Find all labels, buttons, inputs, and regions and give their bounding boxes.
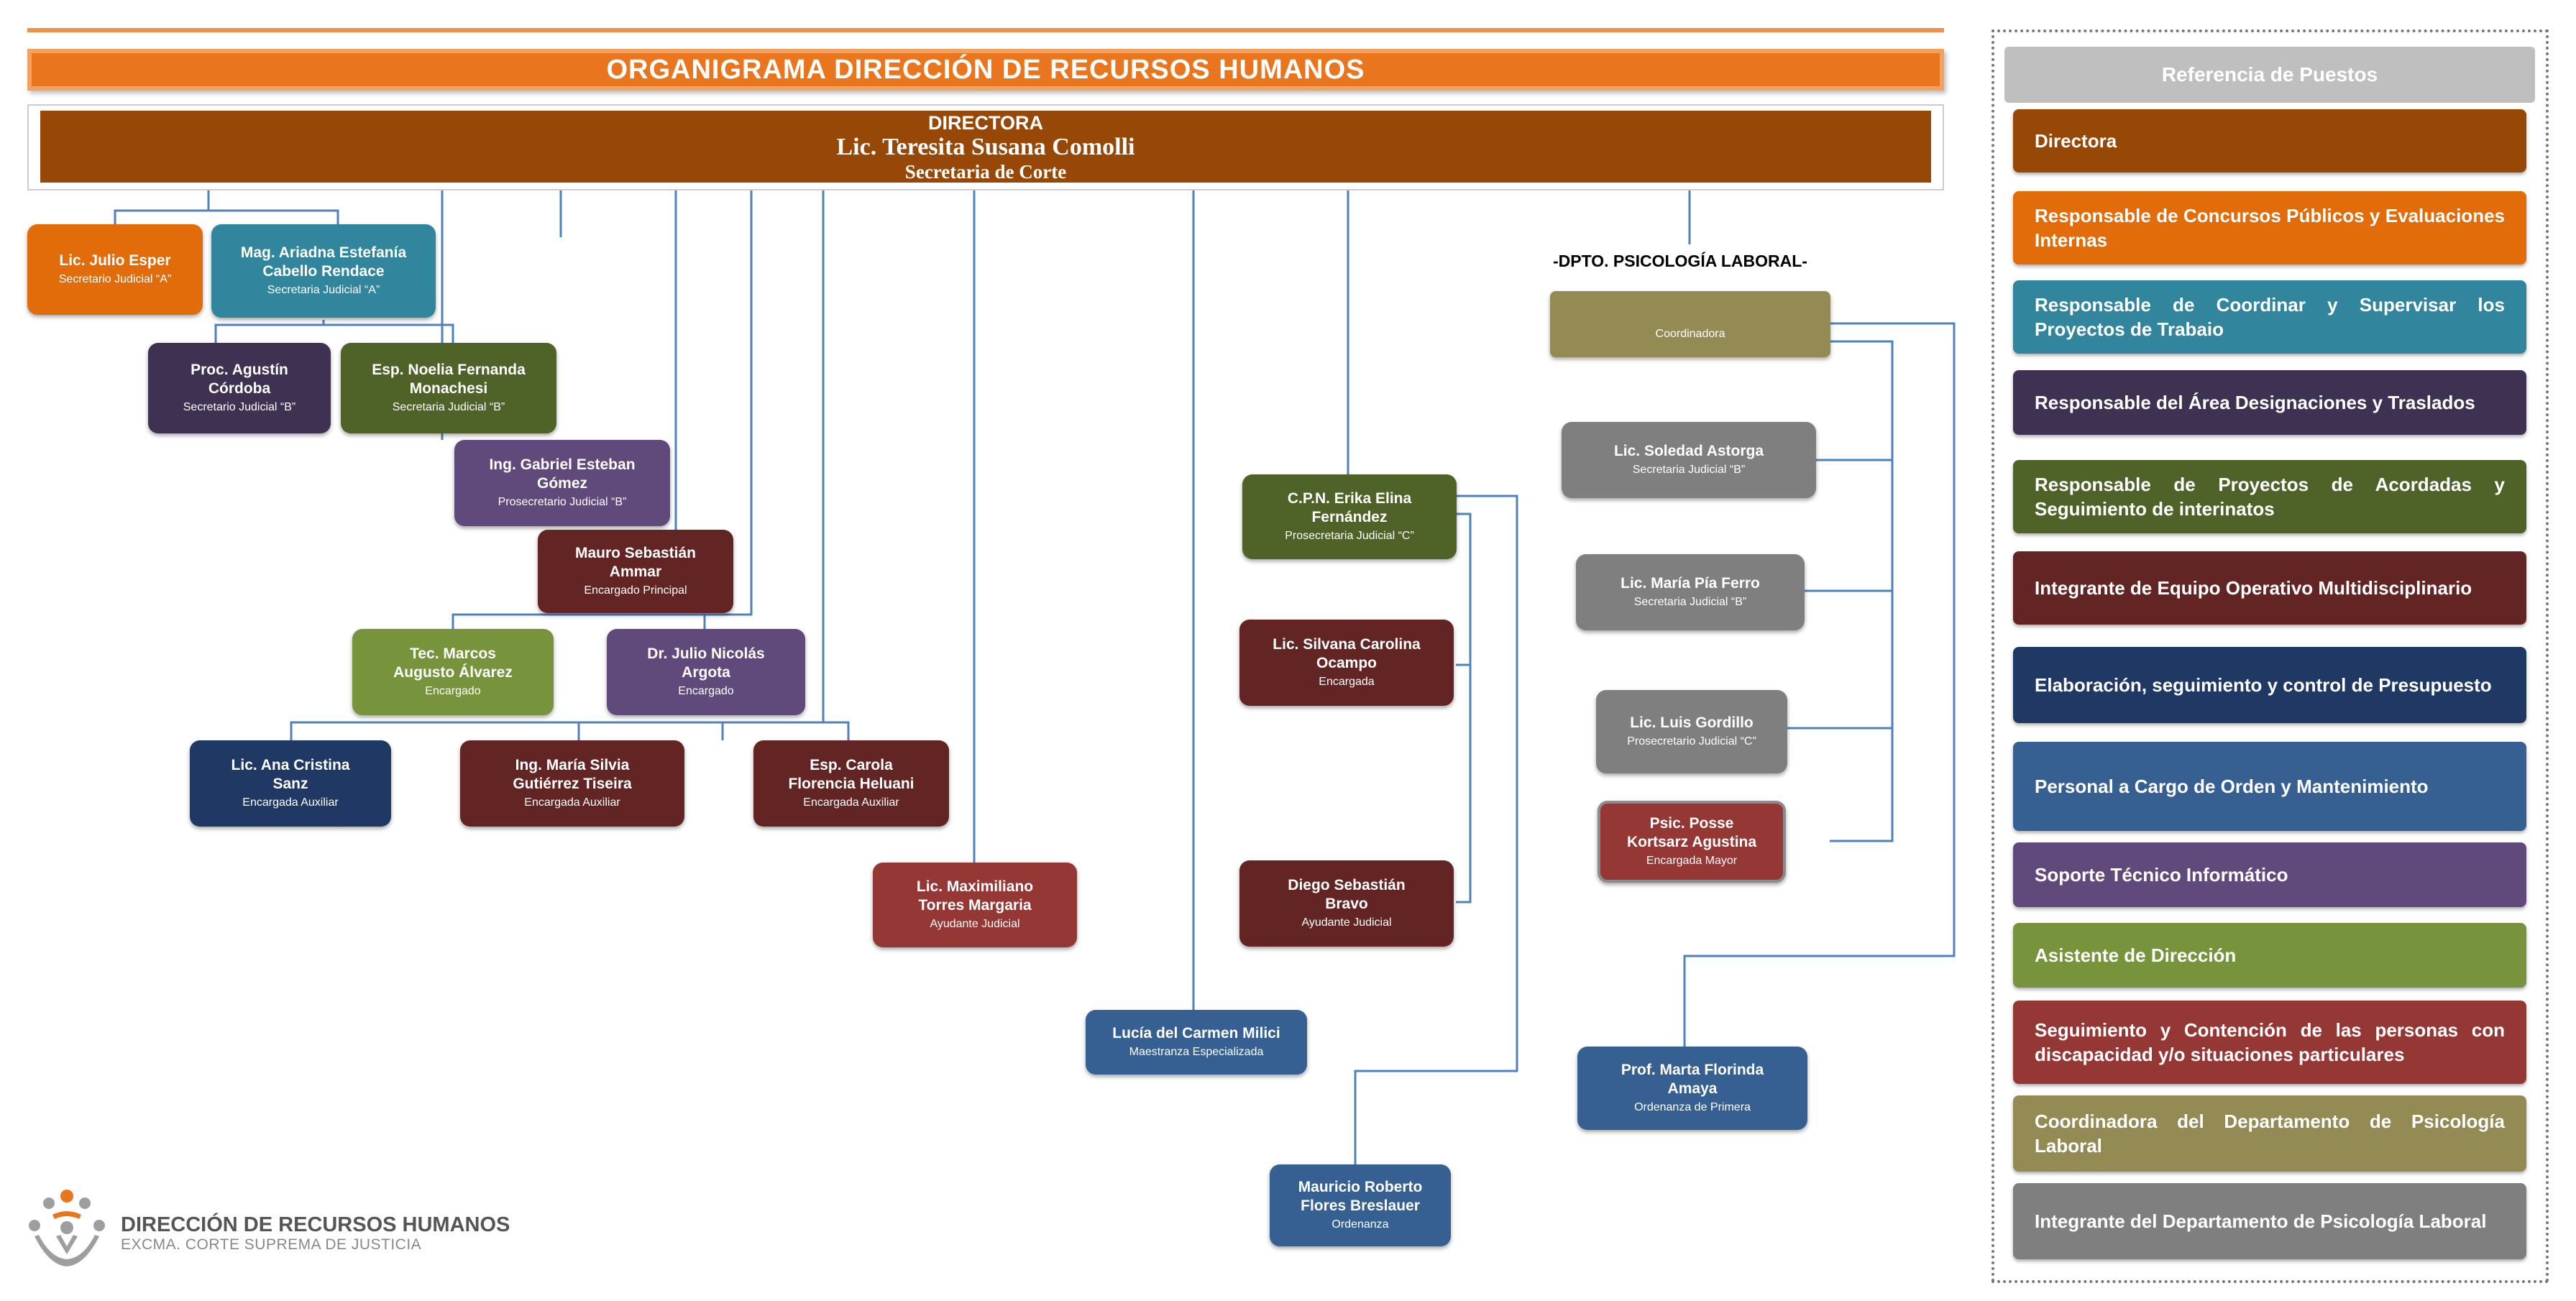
node-role: Coordinadora <box>1655 328 1725 340</box>
legend-item: Coordinadora del Departamento de Psicolo… <box>2013 1095 2526 1172</box>
node-role: Secretaria Judicial “A” <box>267 284 380 296</box>
node-ocampo: Lic. Silvana Carolina Ocampo Encargada <box>1239 620 1454 706</box>
node-role: Secretaria Judicial “B” <box>1632 464 1746 476</box>
node-bravo: Diego Sebastián Bravo Ayudante Judicial <box>1239 860 1454 947</box>
node-role: Encargada Mayor <box>1646 855 1738 867</box>
node-name: Proc. Agustín Córdoba <box>191 362 288 397</box>
node-name: Esp. Carola Florencia Heluani <box>788 757 915 792</box>
node-name: Ing. Gabriel Esteban Gómez <box>489 456 636 492</box>
legend-item: Responsable de Concursos Públicos y Eval… <box>2013 191 2526 265</box>
node-ferro: Lic. María Pía Ferro Secretaria Judicial… <box>1576 554 1805 630</box>
node-ammar: Mauro Sebastián Ammar Encargado Principa… <box>538 530 733 613</box>
node-role: Encargada <box>1319 676 1375 688</box>
node-name: Lic. Maximiliano Torres Margaria <box>916 878 1034 914</box>
legend-item: Integrante del Departamento de Psicologí… <box>2013 1183 2526 1259</box>
node-role: Encargada Auxiliar <box>803 796 899 809</box>
node-role: Secretaria Judicial “B” <box>1633 596 1747 608</box>
legend-frame <box>1991 29 2549 1283</box>
node-role: Ordenanza de Primera <box>1634 1101 1751 1113</box>
legend-item: Responsable de Coordinar y Supervisar lo… <box>2013 280 2526 354</box>
node-name: C.P.N. Erika Elina Fernández <box>1287 490 1412 525</box>
footer-org-name: DIRECCIÓN DE RECURSOS HUMANOS <box>121 1213 510 1236</box>
node-role: Prosecretaria Judicial “C” <box>1285 530 1414 542</box>
legend-item: Integrante de Equipo Operativo Multidisc… <box>2013 551 2526 625</box>
director-name: Lic. Teresita Susana Comolli <box>836 134 1135 160</box>
top-rule <box>27 28 1944 32</box>
node-name: Lic. Julio Esper <box>59 252 171 269</box>
node-role: Encargada Auxiliar <box>524 796 620 809</box>
node-name: Lic. María Pía Ferro <box>1621 575 1760 592</box>
dept-label: -DPTO. PSICOLOGÍA LABORAL- <box>1553 252 1807 270</box>
legend-item: Responsable del Área Designaciones y Tra… <box>2013 370 2526 435</box>
node-role: Encargado <box>678 685 734 697</box>
org-logo-icon <box>29 1190 105 1266</box>
node-name: Lic. Ana Cristina Sanz <box>231 757 350 792</box>
node-name: Lic. Silvana Carolina Ocampo <box>1273 636 1421 671</box>
node-name: Esp. Noelia Fernanda Monachesi <box>372 362 526 397</box>
node-name: Mauricio Roberto Flores Breslauer <box>1298 1179 1423 1214</box>
node-name: Lic. Soledad Astorga <box>1613 443 1764 459</box>
node-esper: Lic. Julio Esper Secretario Judicial “A” <box>27 224 203 315</box>
node-role: Secretario Judicial “B” <box>183 401 296 413</box>
node-heluani: Esp. Carola Florencia Heluani Encargada … <box>753 740 949 827</box>
node-coordinadora: Coordinadora <box>1550 291 1830 357</box>
node-name: Ing. María Silvia Gutiérrez Tiseira <box>513 757 632 792</box>
director-box: DIRECTORA Lic. Teresita Susana Comolli S… <box>40 111 1931 183</box>
legend-item: Soporte Técnico Informático <box>2013 842 2526 907</box>
node-cordoba: Proc. Agustín Córdoba Secretario Judicia… <box>148 343 331 433</box>
node-role: Secretaria Judicial “B” <box>392 401 505 413</box>
legend-item: Seguimiento y Contención de las personas… <box>2013 1001 2526 1084</box>
node-monachesi: Esp. Noelia Fernanda Monachesi Secretari… <box>341 343 556 433</box>
node-role: Ayudante Judicial <box>930 918 1020 930</box>
node-flores: Mauricio Roberto Flores Breslauer Ordena… <box>1270 1164 1451 1246</box>
node-gordillo: Lic. Luis Gordillo Prosecretario Judicia… <box>1596 690 1787 773</box>
node-name: Lucía del Carmen Milici <box>1112 1025 1280 1042</box>
node-role: Prosecretario Judicial “B” <box>498 496 627 508</box>
node-name: Tec. Marcos Augusto Álvarez <box>393 645 513 681</box>
legend-item: Responsable de Proyectos de Acordadas y … <box>2013 460 2526 533</box>
page-title: ORGANIGRAMA DIRECCIÓN DE RECURSOS HUMANO… <box>606 54 1365 85</box>
legend-item: Elaboración, seguimiento y control de Pr… <box>2013 647 2526 723</box>
node-milici: Lucía del Carmen Milici Maestranza Espec… <box>1086 1010 1307 1075</box>
node-role: Ordenanza <box>1331 1218 1389 1231</box>
node-name: Lic. Luis Gordillo <box>1630 714 1754 731</box>
legend-item: Personal a Cargo de Orden y Mantenimient… <box>2013 742 2526 831</box>
footer-org-sub: EXCMA. CORTE SUPREMA DE JUSTICIA <box>121 1236 422 1253</box>
legend-title: Referencia de Puestos <box>2004 47 2535 103</box>
node-argota: Dr. Julio Nicolás Argota Encargado <box>607 629 805 715</box>
node-name: Mauro Sebastián Ammar <box>574 545 697 580</box>
node-fernandez: C.P.N. Erika Elina Fernández Prosecretar… <box>1242 474 1457 559</box>
title-bar: ORGANIGRAMA DIRECCIÓN DE RECURSOS HUMANO… <box>27 49 1944 91</box>
node-margaria: Lic. Maximiliano Torres Margaria Ayudant… <box>873 863 1077 947</box>
node-role: Encargada Auxiliar <box>242 796 339 809</box>
director-frame <box>27 104 1944 190</box>
node-role: Prosecretario Judicial “C” <box>1627 735 1756 748</box>
node-role: Secretario Judicial “A” <box>58 273 172 285</box>
node-astorga: Lic. Soledad Astorga Secretaria Judicial… <box>1562 422 1816 498</box>
legend-item: Directora <box>2013 109 2526 173</box>
director-role: Secretaria de Corte <box>904 161 1067 183</box>
node-tiseira: Ing. María Silvia Gutiérrez Tiseira Enca… <box>460 740 684 827</box>
node-sanz: Lic. Ana Cristina Sanz Encargada Auxilia… <box>190 740 391 827</box>
node-role: Maestranza Especializada <box>1129 1046 1264 1058</box>
node-name: Mag. Ariadna Estefanía Cabello Rendace <box>240 244 407 280</box>
node-role: Encargado Principal <box>584 584 687 597</box>
node-name: Diego Sebastián Bravo <box>1288 877 1406 912</box>
node-kortsarz: Psic. Posse Kortsarz Agustina Encargada … <box>1598 801 1786 883</box>
node-name: Prof. Marta Florinda Amaya <box>1621 1062 1764 1097</box>
node-cabello: Mag. Ariadna Estefanía Cabello Rendace S… <box>211 224 436 318</box>
node-amaya: Prof. Marta Florinda Amaya Ordenanza de … <box>1577 1047 1807 1130</box>
node-role: Encargado <box>425 685 481 697</box>
node-name: Dr. Julio Nicolás Argota <box>647 645 765 681</box>
legend-item: Asistente de Dirección <box>2013 923 2526 988</box>
director-label: DIRECTORA <box>927 112 1043 134</box>
node-alvarez: Tec. Marcos Augusto Álvarez Encargado <box>352 629 554 715</box>
node-gomez: Ing. Gabriel Esteban Gómez Prosecretario… <box>454 440 670 526</box>
node-name: Psic. Posse Kortsarz Agustina <box>1626 815 1757 850</box>
node-role: Ayudante Judicial <box>1301 916 1392 929</box>
